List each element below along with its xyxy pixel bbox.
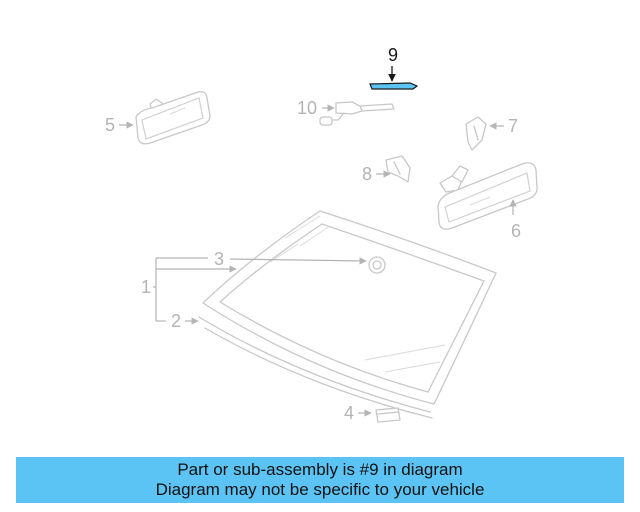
callout-1-bracket: 1	[141, 257, 237, 322]
callout-1: 1	[141, 277, 151, 297]
part-2-molding: 2	[171, 311, 199, 331]
part-6-mirror-assembly: 6	[437, 162, 538, 241]
callout-3: 3	[214, 249, 224, 269]
part-5-mirror: 5	[105, 90, 211, 145]
info-banner: Part or sub-assembly is #9 in diagram Di…	[16, 457, 624, 503]
callout-8: 8	[362, 164, 372, 184]
part-8-mount: 8	[362, 155, 411, 184]
callout-4: 4	[344, 403, 354, 423]
callout-6: 6	[511, 221, 521, 241]
part-4-clip: 4	[344, 403, 401, 423]
banner-line-disclaimer: Diagram may not be specific to your vehi…	[155, 480, 485, 499]
part-7-bracket: 7	[465, 116, 518, 151]
part-1-windshield	[198, 210, 497, 419]
part-10-sensor-harness: 10	[297, 98, 395, 126]
banner-line-part-info: Part or sub-assembly is #9 in diagram	[177, 460, 463, 479]
callout-5: 5	[105, 115, 115, 135]
callout-7: 7	[508, 116, 518, 136]
part-3-sensor-pad: 3	[214, 249, 386, 274]
part-9-shape	[369, 82, 419, 90]
callout-2: 2	[171, 311, 181, 331]
callout-9: 9	[388, 45, 398, 65]
part-9-highlighted-strip[interactable]: 9	[369, 45, 419, 90]
callout-10: 10	[297, 98, 317, 118]
